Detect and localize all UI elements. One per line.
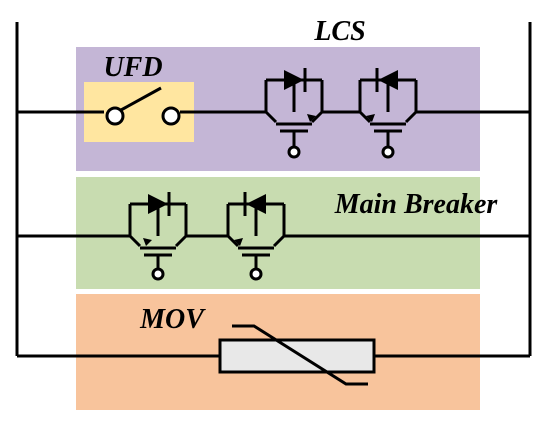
mov-label: MOV [139, 304, 206, 335]
varistor [218, 324, 376, 386]
main-breaker-label: Main Breaker [334, 189, 499, 220]
main-breaker-region [76, 177, 480, 289]
lcs-igbt-1 [264, 68, 324, 159]
lcs-label: LCS [313, 16, 365, 47]
varistor-body [218, 338, 376, 374]
main-igbt-2 [186, 192, 286, 281]
lcs-igbt-2 [322, 68, 418, 159]
ufd-label: UFD [103, 52, 162, 83]
main-igbt-1 [128, 192, 188, 281]
ufd-switch [105, 86, 181, 126]
